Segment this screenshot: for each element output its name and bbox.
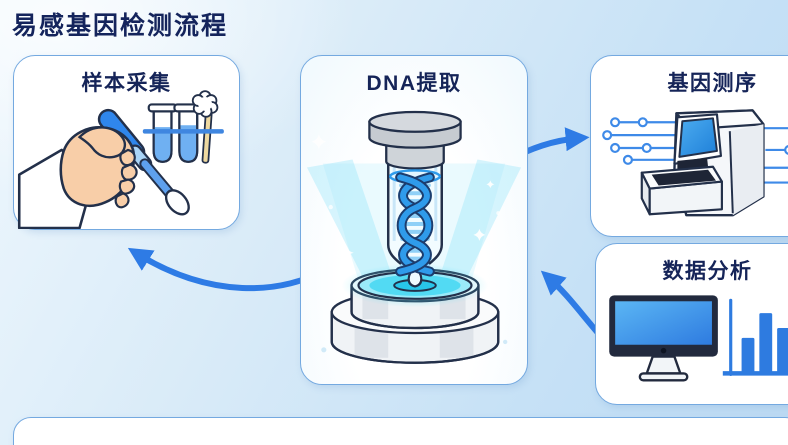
panel-footer: [13, 417, 788, 445]
platform-icon: [330, 263, 500, 364]
cotton-swab-icon: [191, 90, 219, 164]
panel-sample-collection-title: 样本采集: [81, 72, 172, 95]
panel-sample-collection: 样本采集: [13, 55, 240, 230]
data-analysis-illustration: [609, 295, 788, 382]
bar-chart-icon: [722, 298, 788, 376]
panel-gene-sequencing-title: 基因测序: [667, 72, 758, 95]
panel-dna-extraction-title: DNA提取: [366, 72, 462, 95]
tube-rack-rod: [142, 129, 224, 134]
sequencer-machine-icon: [640, 109, 765, 217]
panel-dna-extraction: DNA提取: [300, 55, 528, 385]
hand-with-swab-icon: [17, 108, 190, 229]
panel-data-analysis: 数据分析: [595, 243, 788, 405]
circuit-lines-icon: [602, 117, 788, 184]
dna-extraction-illustration: [306, 110, 522, 364]
sample-collection-illustration: [17, 90, 224, 229]
dna-tube-icon: [368, 110, 462, 288]
panel-gene-sequencing: 基因测序: [590, 55, 788, 237]
page-title: 易感基因检测流程: [12, 12, 229, 40]
gene-sequencing-illustration: [602, 109, 788, 217]
panel-data-analysis-title: 数据分析: [662, 260, 753, 283]
test-tubes-icon: [147, 103, 204, 163]
arrow-analysis-to-dna-icon: [540, 270, 601, 336]
monitor-icon: [609, 295, 718, 382]
